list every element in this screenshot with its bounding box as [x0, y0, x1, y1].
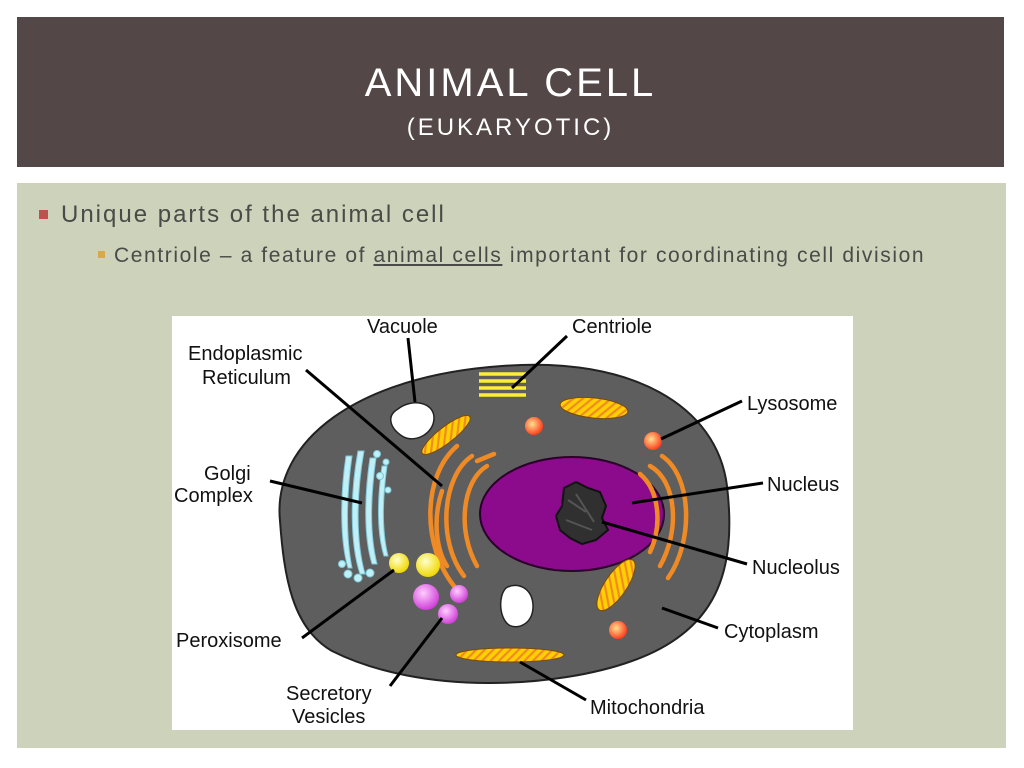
label-mitochondria: Mitochondria — [590, 697, 705, 719]
label-er-line2: Reticulum — [202, 367, 291, 389]
label-secretory-line2: Vesicles — [292, 706, 365, 728]
peroxisome-shapes — [389, 553, 440, 577]
label-golgi-line1: Golgi — [204, 463, 251, 485]
sub-bullet-text-before: Centriole – a feature of — [114, 244, 374, 267]
label-centriole: Centriole — [572, 316, 652, 338]
diagram-labels: Vacuole Centriole Endoplasmic Reticulum … — [174, 316, 840, 728]
label-nucleus: Nucleus — [767, 474, 839, 496]
animal-cell-diagram: Vacuole Centriole Endoplasmic Reticulum … — [172, 316, 853, 730]
slide-subtitle: (EUKARYOTIC) — [406, 114, 615, 141]
sub-bullet-text-after: important for coordinating cell division — [502, 244, 926, 267]
label-secretory-line1: Secretory — [286, 683, 372, 705]
label-cytoplasm: Cytoplasm — [724, 621, 818, 643]
slide-title: ANIMAL CELL — [364, 61, 657, 105]
bullet-text: Unique parts of the animal cell — [61, 201, 446, 228]
cell-diagram-svg: Vacuole Centriole Endoplasmic Reticulum … — [174, 316, 840, 728]
label-golgi-line2: Complex — [174, 485, 253, 507]
animal-cells-link[interactable]: animal cells — [373, 244, 503, 267]
nucleolus-texture — [565, 493, 595, 531]
endoplasmic-reticulum-right — [637, 453, 689, 581]
bullet-level-2: Centriole – a feature of animal cells im… — [98, 240, 974, 271]
title-bar: ANIMAL CELL (EUKARYOTIC) — [17, 17, 1004, 167]
label-peroxisome: Peroxisome — [176, 630, 282, 652]
bullet-square-icon — [39, 210, 48, 219]
endoplasmic-reticulum-left — [428, 443, 497, 589]
vacuole-shape-top — [390, 402, 435, 440]
label-leader-lines — [269, 334, 764, 702]
bullet-level-1: Unique parts of the animal cell — [39, 200, 961, 230]
label-er-line1: Endoplasmic — [188, 343, 303, 365]
lysosome-shapes — [525, 417, 662, 639]
label-lysosome: Lysosome — [747, 393, 837, 415]
label-vacuole: Vacuole — [367, 316, 438, 338]
nucleolus-shape — [554, 480, 610, 546]
sub-bullet-square-icon — [98, 251, 105, 258]
content-area: Unique parts of the animal cell Centriol… — [17, 183, 1006, 748]
vacuole-shape-bottom — [500, 584, 534, 628]
mitochondria-shapes — [421, 396, 636, 663]
golgi-complex-shape — [338, 450, 392, 583]
label-nucleolus: Nucleolus — [752, 557, 840, 579]
